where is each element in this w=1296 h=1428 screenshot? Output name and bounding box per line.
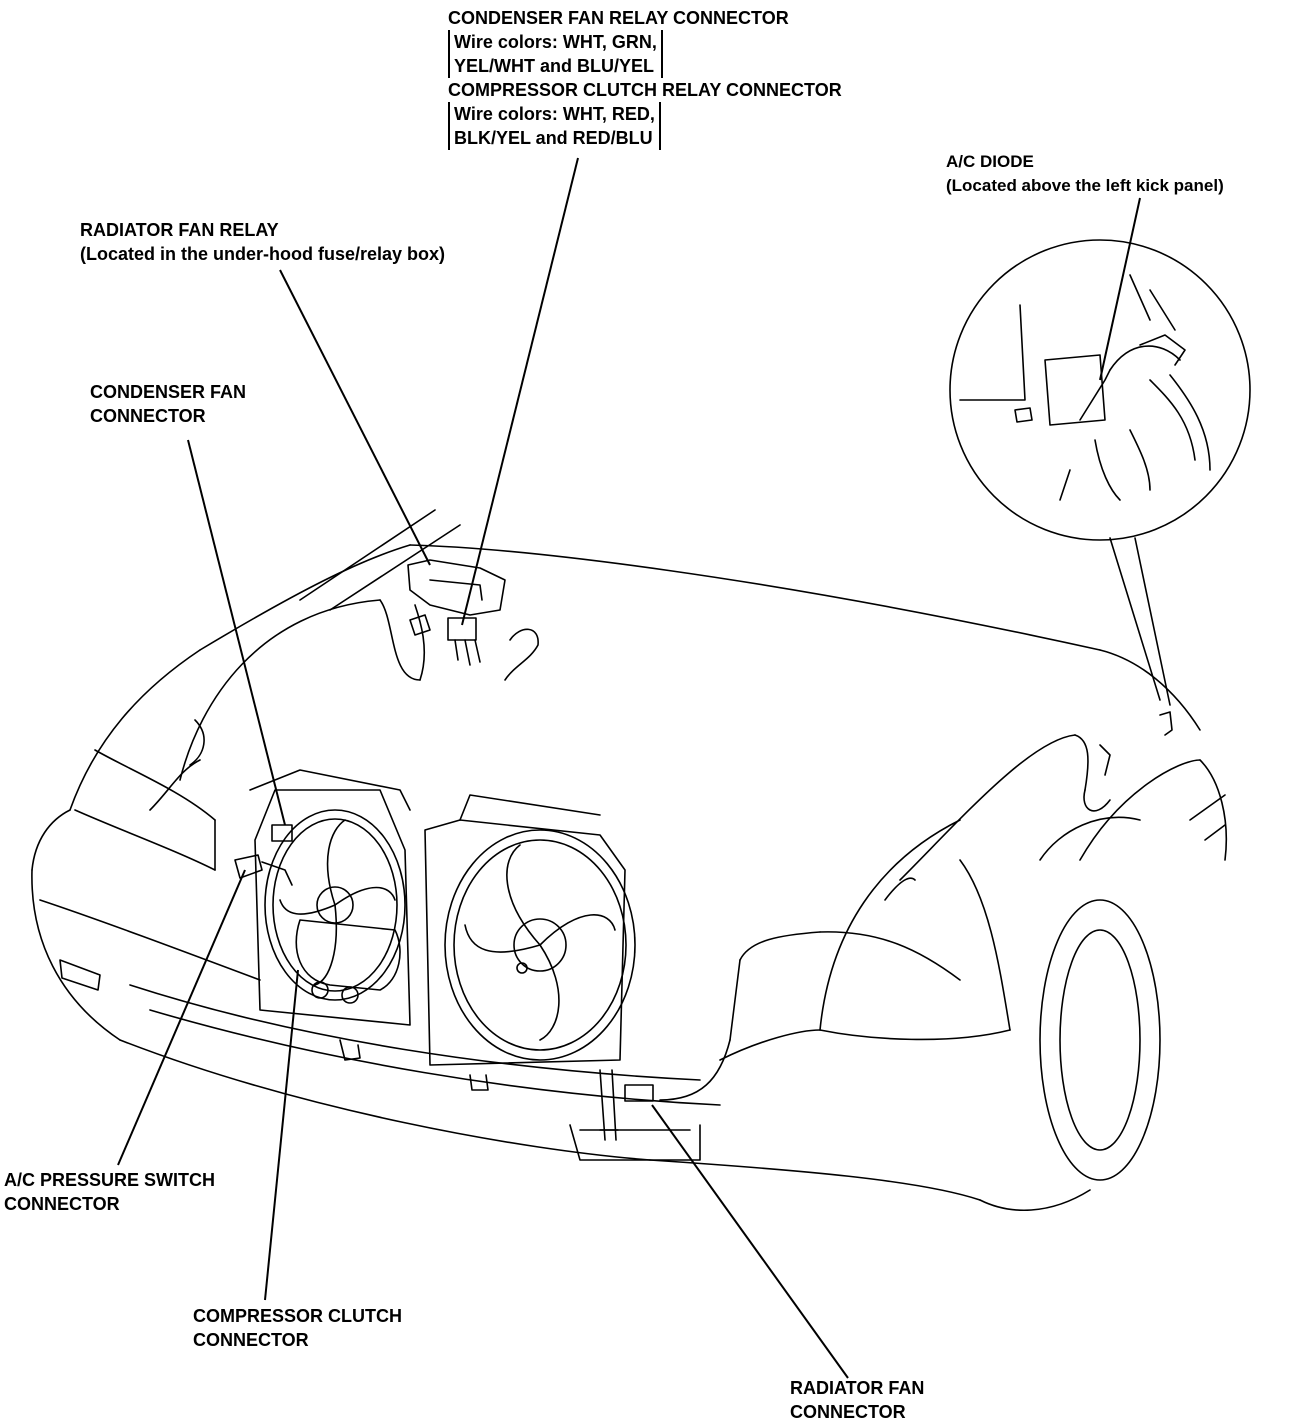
radiator-fan-relay-title: RADIATOR FAN RELAY [80,220,279,240]
relay-connectors-label: CONDENSER FAN RELAY CONNECTOR Wire color… [448,6,842,150]
ac-diode-title: A/C DIODE [946,152,1034,171]
wire-colors-line-3: Wire colors: WHT, RED, [454,104,655,124]
radiator-fan-relay-location: (Located in the under-hood fuse/relay bo… [80,244,446,264]
compressor-clutch-line-2: CONNECTOR [193,1330,309,1350]
radiator-fan-connector-line-2: CONNECTOR [790,1402,906,1422]
condenser-fan-relay-connector-title: CONDENSER FAN RELAY CONNECTOR [448,8,789,28]
leader-radiator-fan-connector [651,1104,849,1379]
leader-condenser-fan-connector [187,439,286,826]
ac-diode-label: A/C DIODE (Located above the left kick p… [946,150,1224,198]
car-body-outline [31,509,1228,1212]
wire-colors-line-1: Wire colors: WHT, GRN, [454,32,657,52]
compressor-clutch-connector-label: COMPRESSOR CLUTCH CONNECTOR [193,1304,402,1352]
leader-radiator-fan-relay [279,269,431,566]
leader-pressure-switch [117,869,246,1166]
leader-lines [117,157,1141,1379]
leader-compressor-clutch [264,969,299,1301]
radiator-fan [424,794,654,1141]
wire-colors-line-4: BLK/YEL and RED/BLU [454,128,653,148]
leader-ac-diode [1099,197,1141,381]
compressor-clutch-line-1: COMPRESSOR CLUTCH [193,1306,403,1326]
fuse-relay-box [407,559,539,681]
condenser-fan [234,769,411,1061]
condenser-fan-relay-wire-colors: Wire colors: WHT, GRN, YEL/WHT and BLU/Y… [448,30,663,78]
ac-diode-location: (Located above the left kick panel) [946,176,1224,195]
condenser-fan-connector-line-2: CONNECTOR [90,406,206,426]
ac-diode-detail-circle [949,239,1251,736]
ac-pressure-switch-connector-label: A/C PRESSURE SWITCH CONNECTOR [4,1168,215,1216]
ac-pressure-switch-line-1: A/C PRESSURE SWITCH [4,1170,216,1190]
radiator-fan-relay-label: RADIATOR FAN RELAY (Located in the under… [80,218,445,266]
ac-pressure-switch-line-2: CONNECTOR [4,1194,120,1214]
leader-relay-connectors [461,157,579,626]
condenser-fan-connector-label: CONDENSER FAN CONNECTOR [90,380,246,428]
radiator-fan-connector-line-1: RADIATOR FAN [790,1378,925,1398]
condenser-fan-connector-line-1: CONDENSER FAN [90,382,247,402]
compressor-clutch-relay-wire-colors: Wire colors: WHT, RED, BLK/YEL and RED/B… [448,102,661,150]
wire-colors-line-2: YEL/WHT and BLU/YEL [454,56,654,76]
compressor-clutch-relay-connector-title: COMPRESSOR CLUTCH RELAY CONNECTOR [448,80,842,100]
radiator-fan-connector-label: RADIATOR FAN CONNECTOR [790,1376,924,1424]
